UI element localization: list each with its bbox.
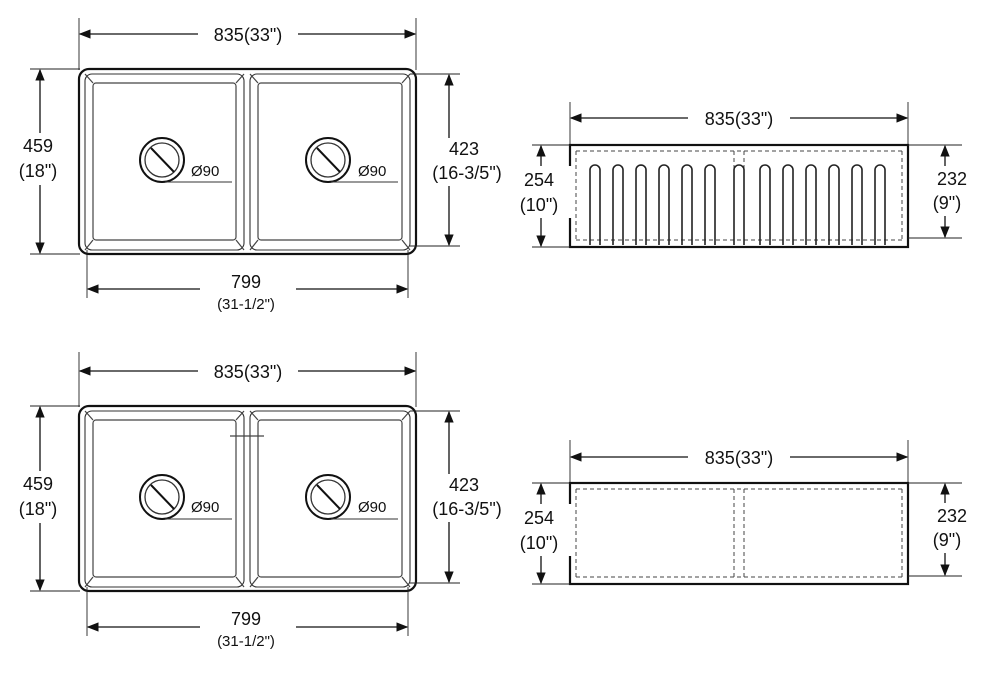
overall-width-label: 835(33") — [214, 25, 282, 45]
apron-height-inner-in-label: (9") — [933, 193, 961, 213]
apron-height-inner-mm-label: 232 — [937, 169, 967, 189]
right-drain-icon — [305, 137, 398, 183]
right-bowl — [249, 73, 411, 251]
overall-depth-mm-label-2: 459 — [23, 474, 53, 494]
apron-height-inner-in-label-2: (9") — [933, 530, 961, 550]
apron-height-outer-in-label: (10") — [520, 195, 558, 215]
bottom-front-view-plain: 835(33") 254 (10") 232 (9") — [512, 440, 995, 586]
bowl-width-mm-label: 799 — [231, 272, 261, 292]
bowl-width-mm-label-2: 799 — [231, 609, 261, 629]
apron-front-fluted — [568, 143, 910, 249]
left-drain-diameter-label: Ø90 — [191, 163, 219, 180]
right-bowl-2 — [249, 410, 411, 588]
top-front-view-fluted: 835(33") 254 (10") — [512, 102, 995, 249]
left-bowl-2 — [84, 410, 245, 588]
overall-depth-in-label-2: (18") — [19, 499, 57, 519]
bottom-plan-view: 835(33") 459 (18") Ø90 — [12, 352, 524, 652]
apron-height-outer-in-label-2: (10") — [520, 533, 558, 553]
apron-height-outer-mm-label: 254 — [524, 170, 554, 190]
overall-depth-mm-label: 459 — [23, 136, 53, 156]
bowl-width-in-label: (31-1/2") — [217, 296, 275, 313]
front-width-label: 835(33") — [705, 109, 773, 129]
right-drain-icon-2 — [305, 474, 398, 520]
apron-front-plain — [568, 481, 910, 586]
overall-depth-in-label: (18") — [19, 161, 57, 181]
left-drain-icon — [139, 137, 232, 183]
apron-flutes — [589, 164, 886, 245]
left-bowl — [84, 73, 245, 251]
right-drain-diameter-label-2: Ø90 — [358, 499, 386, 516]
sink-outline — [77, 67, 418, 256]
bowl-width-in-label-2: (31-1/2") — [217, 633, 275, 650]
overall-width-label-2: 835(33") — [214, 362, 282, 382]
right-drain-diameter-label: Ø90 — [358, 163, 386, 180]
bowl-depth-in-label-2: (16-3/5") — [432, 499, 501, 519]
apron-height-inner-mm-label-2: 232 — [937, 506, 967, 526]
left-drain-diameter-label-2: Ø90 — [191, 499, 219, 516]
bowl-depth-mm-label-2: 423 — [449, 475, 479, 495]
apron-height-outer-mm-label-2: 254 — [524, 508, 554, 528]
top-plan-view: 835(33") 459 (18") Ø90 — [12, 18, 524, 314]
bowl-depth-mm-label: 423 — [449, 139, 479, 159]
bowl-depth-in-label: (16-3/5") — [432, 163, 501, 183]
front-width-label-2: 835(33") — [705, 448, 773, 468]
sink-outline-2 — [77, 404, 418, 593]
left-drain-icon-2 — [139, 474, 232, 520]
